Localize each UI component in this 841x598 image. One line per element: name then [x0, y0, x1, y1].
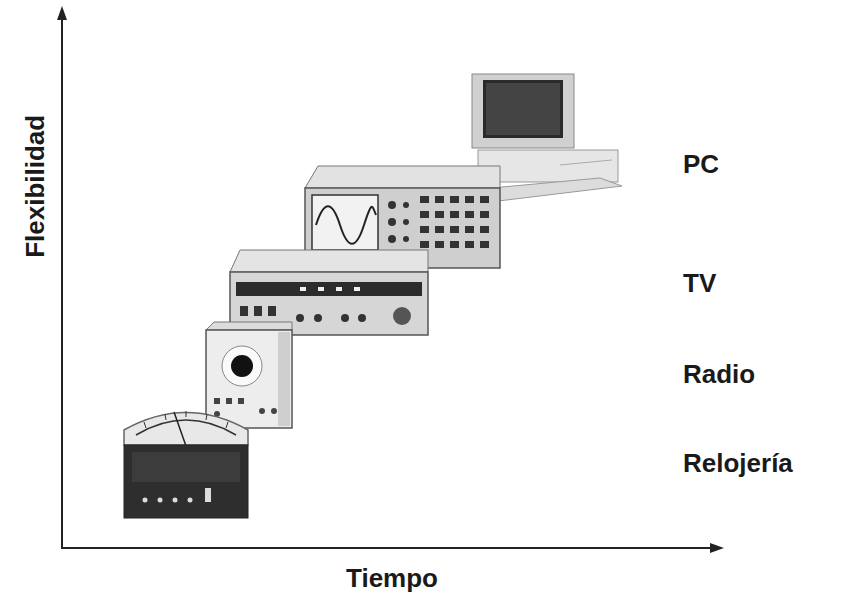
- radio-picture: [206, 322, 292, 428]
- axis-title: Tiempo: [346, 564, 438, 593]
- era-label: TV: [683, 269, 716, 298]
- axis-title: Flexibilidad: [22, 114, 51, 257]
- era-label: Radio: [683, 360, 755, 389]
- axes: [57, 6, 724, 553]
- era-label: PC: [683, 150, 719, 179]
- meter-picture: [124, 411, 248, 518]
- era-label: Relojería: [683, 449, 793, 478]
